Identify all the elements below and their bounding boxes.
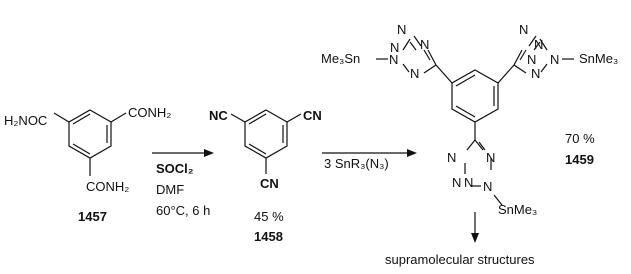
substituent-amide-left: H₂NOC <box>4 113 48 128</box>
tin-group-bottom: SnMe₃ <box>498 202 538 217</box>
yield-1458: 45 % <box>254 209 284 224</box>
benzene-ring-1457 <box>53 109 127 176</box>
substituent-amide-right: CONH₂ <box>128 105 172 120</box>
tetrazole-ring-right <box>513 35 574 74</box>
reagent-thionyl-chloride: SOCl₂ <box>156 161 194 176</box>
tin-group-left: Me₃Sn <box>321 51 361 66</box>
substituent-nitrile-left: NC <box>209 108 228 123</box>
ring-n-bottom-5: N <box>483 179 493 194</box>
solvent-dmf: DMF <box>156 182 185 197</box>
substituent-nitrile-bottom: CN <box>260 176 279 191</box>
reaction-arrow-2 <box>322 149 417 157</box>
ring-n-left-3: N <box>390 40 400 55</box>
ring-n-left-5: N <box>410 66 420 81</box>
reaction-arrow-1 <box>152 149 214 157</box>
reaction-arrow-down <box>471 212 479 243</box>
ring-n-right-3: N <box>527 52 537 67</box>
tetrazole-ring-left <box>376 35 437 74</box>
ring-n-right-5: N <box>531 66 541 81</box>
outcome-text: supramolecular structures <box>385 252 535 267</box>
compound-label-1458: 1458 <box>254 229 283 244</box>
benzene-ring-1459 <box>435 64 515 140</box>
step1-conditions: 60°C, 6 h <box>156 203 211 218</box>
compound-label-1459: 1459 <box>565 152 594 167</box>
reagent-tin-azide: 3 SnR₃(N₃) <box>324 156 389 171</box>
ring-n-bottom-4: N <box>464 175 474 190</box>
ring-n-left-4: N <box>389 52 399 67</box>
substituent-nitrile-right: CN <box>303 108 322 123</box>
tetrazole-ring-bottom <box>464 139 503 206</box>
ring-n-right-2: N <box>534 37 544 52</box>
compound-label-1457: 1457 <box>78 209 107 224</box>
ring-n-right-4: N <box>550 52 560 67</box>
ring-n-left-2: N <box>420 37 430 52</box>
ring-n-left-1: N <box>397 22 407 37</box>
ring-n-bottom-3: N <box>452 175 462 190</box>
ring-n-bottom-1: N <box>447 150 457 165</box>
yield-1459: 70 % <box>565 131 595 146</box>
ring-n-bottom-2: N <box>486 150 496 165</box>
ring-n-right-1: N <box>519 22 529 37</box>
tin-group-right: SnMe₃ <box>579 51 619 66</box>
benzene-ring-1458 <box>230 109 302 174</box>
substituent-amide-bottom: CONH₂ <box>86 179 130 194</box>
